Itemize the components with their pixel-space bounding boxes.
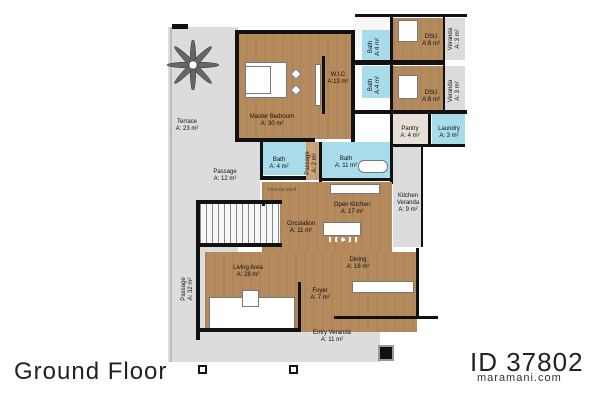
kitchen-island [323, 222, 361, 236]
room-label-open-kitchen: Open Kitchen A: 17 m² [333, 202, 371, 215]
entry-step-icon [378, 345, 394, 361]
room-label-dsu-2: DSU A:8 m² [422, 90, 440, 103]
room-label-living-area: Living Area A: 28 m² [233, 265, 263, 278]
room-label-pantry: Pantry A: 4 m² [400, 126, 420, 139]
room-label-dsu-bath-2: Bath A:4 m² [368, 76, 381, 94]
column [198, 365, 207, 374]
dsu-bath-2-floor [362, 66, 390, 98]
entry-veranda-area [200, 330, 380, 362]
column [289, 365, 298, 374]
website-label: maramani.com [477, 372, 562, 384]
label-first-aid-shelf: First Aid Shelf [268, 187, 296, 192]
room-label-master-bath: Bath A: 11 m² [334, 156, 358, 169]
coffee-table [242, 290, 259, 307]
room-label-passage-small: Passage A: 2 m² [305, 151, 318, 175]
dsu-bath-1-floor [362, 30, 390, 60]
room-label-dining: Dining A: 16 m² [346, 257, 370, 270]
veranda-2-floor [443, 66, 465, 110]
bath-small-floor [262, 142, 306, 175]
room-label-circulation: Circulation A: 11 m² [286, 221, 316, 234]
passage-12-area [200, 140, 260, 200]
room-label-master-bedroom: Master Bedroom A: 30 m² [249, 114, 295, 127]
room-label-foyer: Foyer A: 7 m² [310, 288, 330, 301]
plan-title: Ground Floor [14, 358, 168, 385]
dining-table [352, 281, 414, 293]
room-label-passage-32: Passage A: 32 m² [181, 277, 194, 301]
ceiling-fan-icon [166, 40, 220, 90]
room-label-laundry: Laundry A: 3 m² [438, 126, 460, 139]
room-label-dsu-bath-1: Bath A:4 m² [368, 38, 381, 56]
bathtub [358, 160, 388, 173]
room-label-veranda-2: Veranda A: 3 m² [448, 79, 461, 103]
room-label-passage-12: Passage A: 12 m² [213, 169, 237, 182]
laundry-floor [432, 114, 465, 144]
stairs [200, 203, 280, 243]
kitchen-veranda-floor [393, 147, 421, 247]
room-label-kitchen-veranda: Kitchen Veranda A: 9 m² [396, 193, 420, 213]
room-label-bath-small: Bath A: 4 m² [269, 157, 289, 170]
room-label-entry-veranda: Entry Veranda A: 11 m² [312, 330, 352, 343]
pantry-floor [393, 114, 428, 144]
room-label-terrace: Terrace A: 23 m² [175, 119, 199, 132]
veranda-1-floor [443, 18, 465, 60]
plan-id: ID 37802 [470, 347, 584, 377]
passage-small-floor [306, 142, 320, 180]
room-label-dsu-1: DSU A:8 m² [422, 34, 440, 47]
room-label-veranda-1: Veranda A: 3 m² [448, 27, 461, 51]
room-label-wic: W.I.C A:13 m² [327, 72, 349, 85]
